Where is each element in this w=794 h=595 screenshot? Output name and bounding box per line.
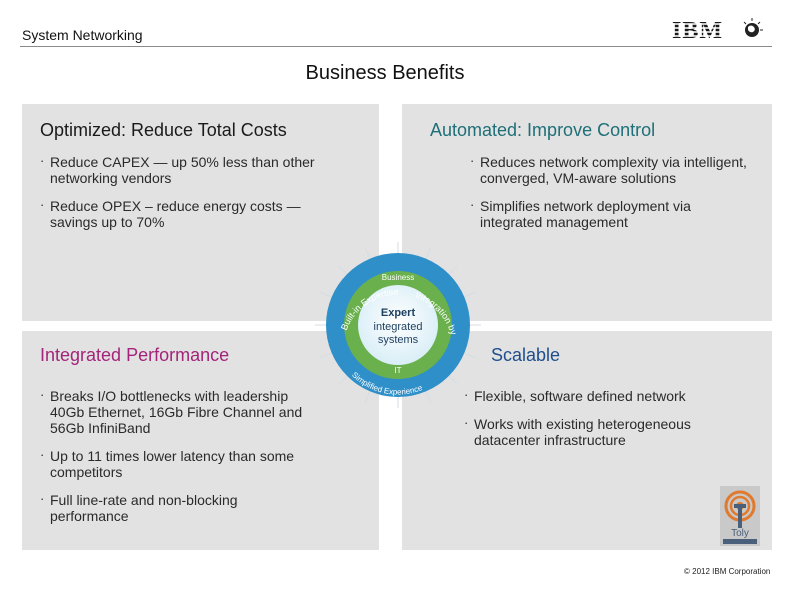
panel-integrated-performance: Integrated Performance · Breaks I/O bott… [22,331,379,550]
copyright: © 2012 IBM Corporation [684,567,771,576]
ring-center [358,285,438,365]
bullet-item: · Flexible, software defined network [464,387,686,404]
globe-icon [743,18,763,37]
ibm-logo-text: IBM [672,18,723,44]
expert-integrated-systems-ring: Built-in Expertise Business Integration … [313,240,481,408]
quadrant-title: Optimized: Reduce Total Costs [40,120,287,140]
bullet-dot: · [464,387,469,402]
bullet-dot: · [40,491,45,506]
quadrant-title: Automated: Improve Control [430,120,656,140]
ring-center-line1: Expert [381,307,416,319]
panel-scalable: Scalable · Flexible, software defined ne… [402,331,772,550]
ring-center-line3: systems [378,334,419,346]
header-title: System Networking [22,27,143,43]
ibm-logo: IBM [672,18,763,44]
bullet-dot: · [470,197,475,212]
bullet-dot: · [464,415,469,430]
bullet-dot: · [470,153,475,168]
ring-label-it: IT [394,366,401,375]
ring-label-business: Business [382,273,414,282]
bullet-item: · Reduce OPEX – reduce energy costs — sa… [40,197,301,230]
bullet-item: · Works with existing heterogeneous data… [464,415,691,448]
bullet-dot: · [40,387,45,402]
bullet-dot: · [40,447,45,462]
ring-center-line2: integrated [374,321,423,333]
bullet-item: · Reduce CAPEX — up 50% less than other … [40,153,315,186]
toly-badge: Toly [720,486,760,546]
bullet-dot: · [40,153,45,168]
panel-automated: Automated: Improve Control · Reduces net… [402,104,772,321]
panel-optimized: Optimized: Reduce Total Costs · Reduce C… [22,104,379,321]
quadrant-title: Scalable [491,345,561,365]
bullet-item: · Full line-rate and non-blocking perfor… [40,491,238,524]
badge-text: Toly [731,528,749,539]
bullet-dot: · [40,197,45,212]
bullet-item: · Up to 11 times lower latency than some… [40,447,295,480]
quadrant-title: Integrated Performance [40,345,230,365]
bullet-item: · Simplifies network deployment via inte… [470,197,691,230]
bullet-item: · Reduces network complexity via intelli… [470,153,747,186]
page-title: Business Benefits [305,62,465,84]
bullet-item: · Breaks I/O bottlenecks with leadership… [40,387,303,436]
header-divider [20,46,772,47]
